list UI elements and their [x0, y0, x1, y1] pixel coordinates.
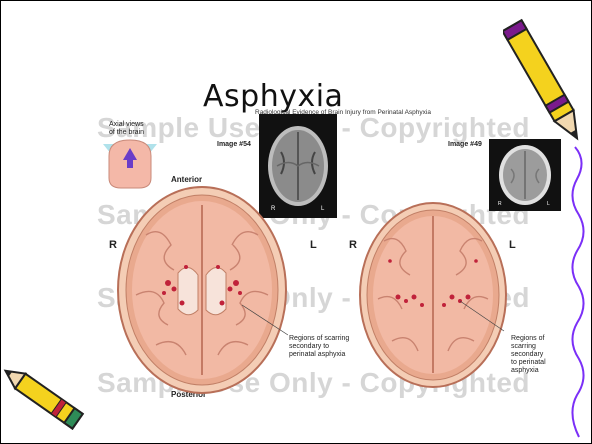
axial-views-label-2: of the brain — [109, 129, 144, 136]
brain-illustration-right — [358, 201, 508, 389]
left-label-left-brain: L — [310, 239, 317, 251]
pencil-icon-bottom — [3, 365, 103, 443]
axial-views-label: Axial views — [109, 121, 144, 128]
callout-right-line-3: secondary — [511, 351, 546, 359]
svg-text:L: L — [547, 201, 550, 207]
callout-right-line-4: to perinatal — [511, 359, 546, 367]
callout-right: Regions of scarring secondary to perinat… — [511, 335, 546, 375]
callout-right-line-1: Regions of — [511, 335, 546, 343]
pencil-icon-top — [503, 5, 592, 155]
left-label-right-brain: L — [509, 239, 516, 251]
head-diagram-icon — [101, 138, 159, 190]
image-54-label: Image #54 — [217, 141, 251, 148]
callout-left-line-2: secondary to — [289, 343, 349, 351]
callout-right-line-5: asphyxia — [511, 367, 546, 375]
anterior-label: Anterior — [171, 175, 202, 184]
callout-right-line-2: scarring — [511, 343, 546, 351]
right-label-right-brain: R — [349, 239, 357, 251]
callout-left: Regions of scarring secondary to perinat… — [289, 335, 349, 359]
brain-illustration-left — [116, 185, 288, 395]
callout-left-line-3: perinatal asphyxia — [289, 351, 349, 359]
callout-left-line-1: Regions of scarring — [289, 335, 349, 343]
wavy-border-decoration — [569, 141, 592, 441]
image-49-label: Image #49 — [448, 141, 482, 148]
